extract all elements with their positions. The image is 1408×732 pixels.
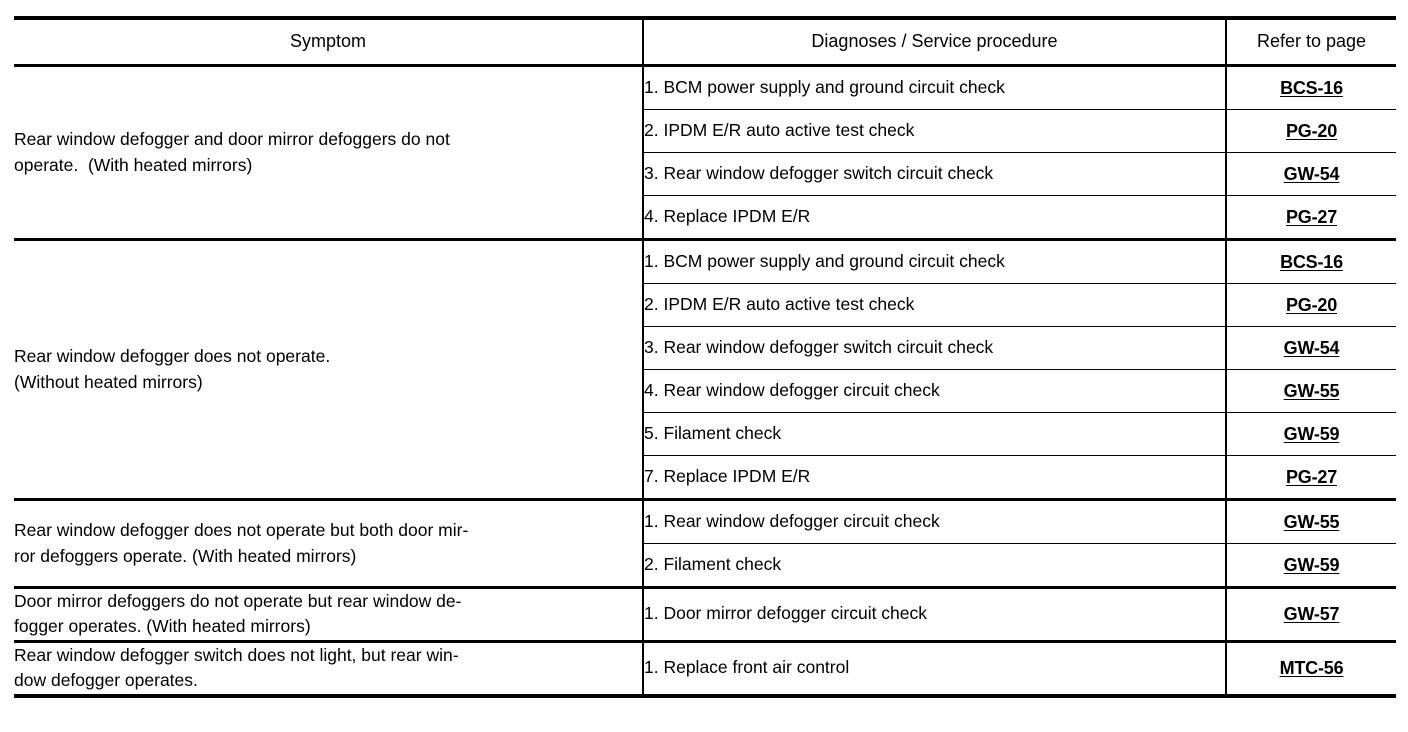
diagnosis-step-cell: 1. Replace front air control: [643, 641, 1227, 698]
symptom-text-line: Door mirror defoggers do not operate but…: [14, 591, 462, 611]
symptom-text-line: dow defogger operates.: [14, 670, 198, 691]
table-row: 3. Rear window defogger switch circuit c…: [14, 326, 1396, 370]
table-row: 2. IPDM E/R auto active test check PG-20: [14, 109, 1396, 153]
column-header-diagnoses: Diagnoses / Service procedure: [642, 16, 1226, 67]
page-reference-link[interactable]: GW-57: [1283, 604, 1340, 625]
symptom-cell: Rear window defogger does not operate. (W…: [14, 239, 644, 501]
page-reference-cell: PG-20: [1226, 283, 1396, 327]
symptom-text-line: (Without heated mirrors): [14, 371, 203, 392]
page-reference-link[interactable]: GW-55: [1283, 511, 1340, 532]
symptom-cell: Rear window defogger and door mirror def…: [14, 65, 644, 241]
diagnosis-step-cell: 1. BCM power supply and ground circuit c…: [643, 65, 1227, 110]
diagnosis-step-cell: 1. Rear window defogger circuit check: [643, 499, 1227, 544]
page-reference-link[interactable]: MTC-56: [1279, 657, 1344, 678]
page-reference-link[interactable]: GW-59: [1283, 554, 1340, 575]
table-row: 2. IPDM E/R auto active test check PG-20: [14, 283, 1396, 327]
page-reference-cell: GW-57: [1226, 587, 1396, 643]
table-row: Rear window defogger does not operate. (W…: [14, 239, 1396, 501]
table-row: Rear window defogger switch does not lig…: [14, 641, 1396, 698]
table-row: Rear window defogger does not operate bu…: [14, 499, 1396, 589]
diagnosis-step-cell: 1. Door mirror defogger circuit check: [643, 587, 1227, 643]
page-reference-link[interactable]: GW-59: [1283, 423, 1340, 444]
page-reference-link[interactable]: PG-27: [1285, 206, 1338, 227]
symptom-text-line: Rear window defogger and door mirror def…: [14, 129, 450, 150]
symptom-text-line: Rear window defogger does not operate bu…: [14, 520, 469, 541]
page-reference-cell: GW-55: [1226, 369, 1396, 413]
diagnosis-step-cell: 4. Rear window defogger circuit check: [643, 369, 1227, 413]
table-row: 7. Replace IPDM E/R PG-27: [14, 455, 1396, 501]
diagnosis-step-cell: 5. Filament check: [643, 412, 1227, 456]
page-reference-cell: BCS-16: [1226, 239, 1396, 284]
page-reference-link[interactable]: PG-20: [1285, 120, 1338, 141]
table-row: Door mirror defoggers do not operate but…: [14, 587, 1396, 643]
diagnosis-step-cell: 1. BCM power supply and ground circuit c…: [643, 239, 1227, 284]
page-reference-link[interactable]: BCS-16: [1280, 251, 1343, 272]
page-reference-link[interactable]: GW-54: [1283, 337, 1340, 358]
table-header: Symptom Diagnoses / Service procedure Re…: [14, 16, 1396, 67]
symptom-text-line: ror defoggers operate. (With heated mirr…: [14, 545, 357, 566]
page-reference-cell: BCS-16: [1226, 65, 1396, 110]
page-reference-link[interactable]: PG-20: [1285, 294, 1338, 315]
symptom-text-line: fogger operates. (With heated mirrors): [14, 616, 311, 637]
symptom-text-line: Rear window defogger does not operate.: [14, 346, 331, 367]
diagnosis-step-cell: 3. Rear window defogger switch circuit c…: [643, 326, 1227, 370]
page-reference-cell: PG-27: [1226, 195, 1396, 241]
table-body: Rear window defogger and door mirror def…: [14, 65, 1396, 698]
table-row: 3. Rear window defogger switch circuit c…: [14, 152, 1396, 196]
symptom-diagnosis-table: Symptom Diagnoses / Service procedure Re…: [14, 16, 1396, 698]
page-reference-cell: GW-59: [1226, 543, 1396, 589]
diagnosis-step-cell: 4. Replace IPDM E/R: [643, 195, 1227, 241]
page-reference-cell: GW-59: [1226, 412, 1396, 456]
table-row: Rear window defogger and door mirror def…: [14, 65, 1396, 241]
diagnosis-step-cell: 2. IPDM E/R auto active test check: [643, 109, 1227, 153]
page-reference-cell: PG-20: [1226, 109, 1396, 153]
page-reference-cell: MTC-56: [1226, 641, 1396, 698]
page-reference-cell: PG-27: [1226, 455, 1396, 501]
diagnosis-step-cell: 7. Replace IPDM E/R: [643, 455, 1227, 501]
page-reference-link[interactable]: GW-55: [1283, 380, 1340, 401]
page-reference-link[interactable]: BCS-16: [1280, 77, 1343, 98]
page-reference-cell: GW-55: [1226, 499, 1396, 544]
column-header-symptom: Symptom: [14, 16, 643, 67]
symptom-cell: Door mirror defoggers do not operate but…: [14, 587, 644, 643]
symptom-text-line: Rear window defogger switch does not lig…: [14, 644, 459, 665]
header-row: Symptom Diagnoses / Service procedure Re…: [14, 16, 1396, 67]
page-reference-link[interactable]: PG-27: [1285, 466, 1338, 487]
diagnosis-step-cell: 2. Filament check: [643, 543, 1227, 589]
symptom-cell: Rear window defogger does not operate bu…: [14, 499, 644, 589]
table-row: 5. Filament check GW-59: [14, 412, 1396, 456]
diagnosis-step-cell: 2. IPDM E/R auto active test check: [643, 283, 1227, 327]
page-reference-cell: GW-54: [1226, 326, 1396, 370]
table-row: 2. Filament check GW-59: [14, 543, 1396, 589]
symptom-text-line: operate. (With heated mirrors): [14, 154, 253, 175]
page-reference-cell: GW-54: [1226, 152, 1396, 196]
page-reference-link[interactable]: GW-54: [1283, 163, 1340, 184]
table-row: 4. Replace IPDM E/R PG-27: [14, 195, 1396, 241]
symptom-cell: Rear window defogger switch does not lig…: [14, 641, 644, 698]
table-row: 4. Rear window defogger circuit check GW-…: [14, 369, 1396, 413]
diagnosis-step-cell: 3. Rear window defogger switch circuit c…: [643, 152, 1227, 196]
column-header-refer-to-page: Refer to page: [1225, 16, 1396, 67]
